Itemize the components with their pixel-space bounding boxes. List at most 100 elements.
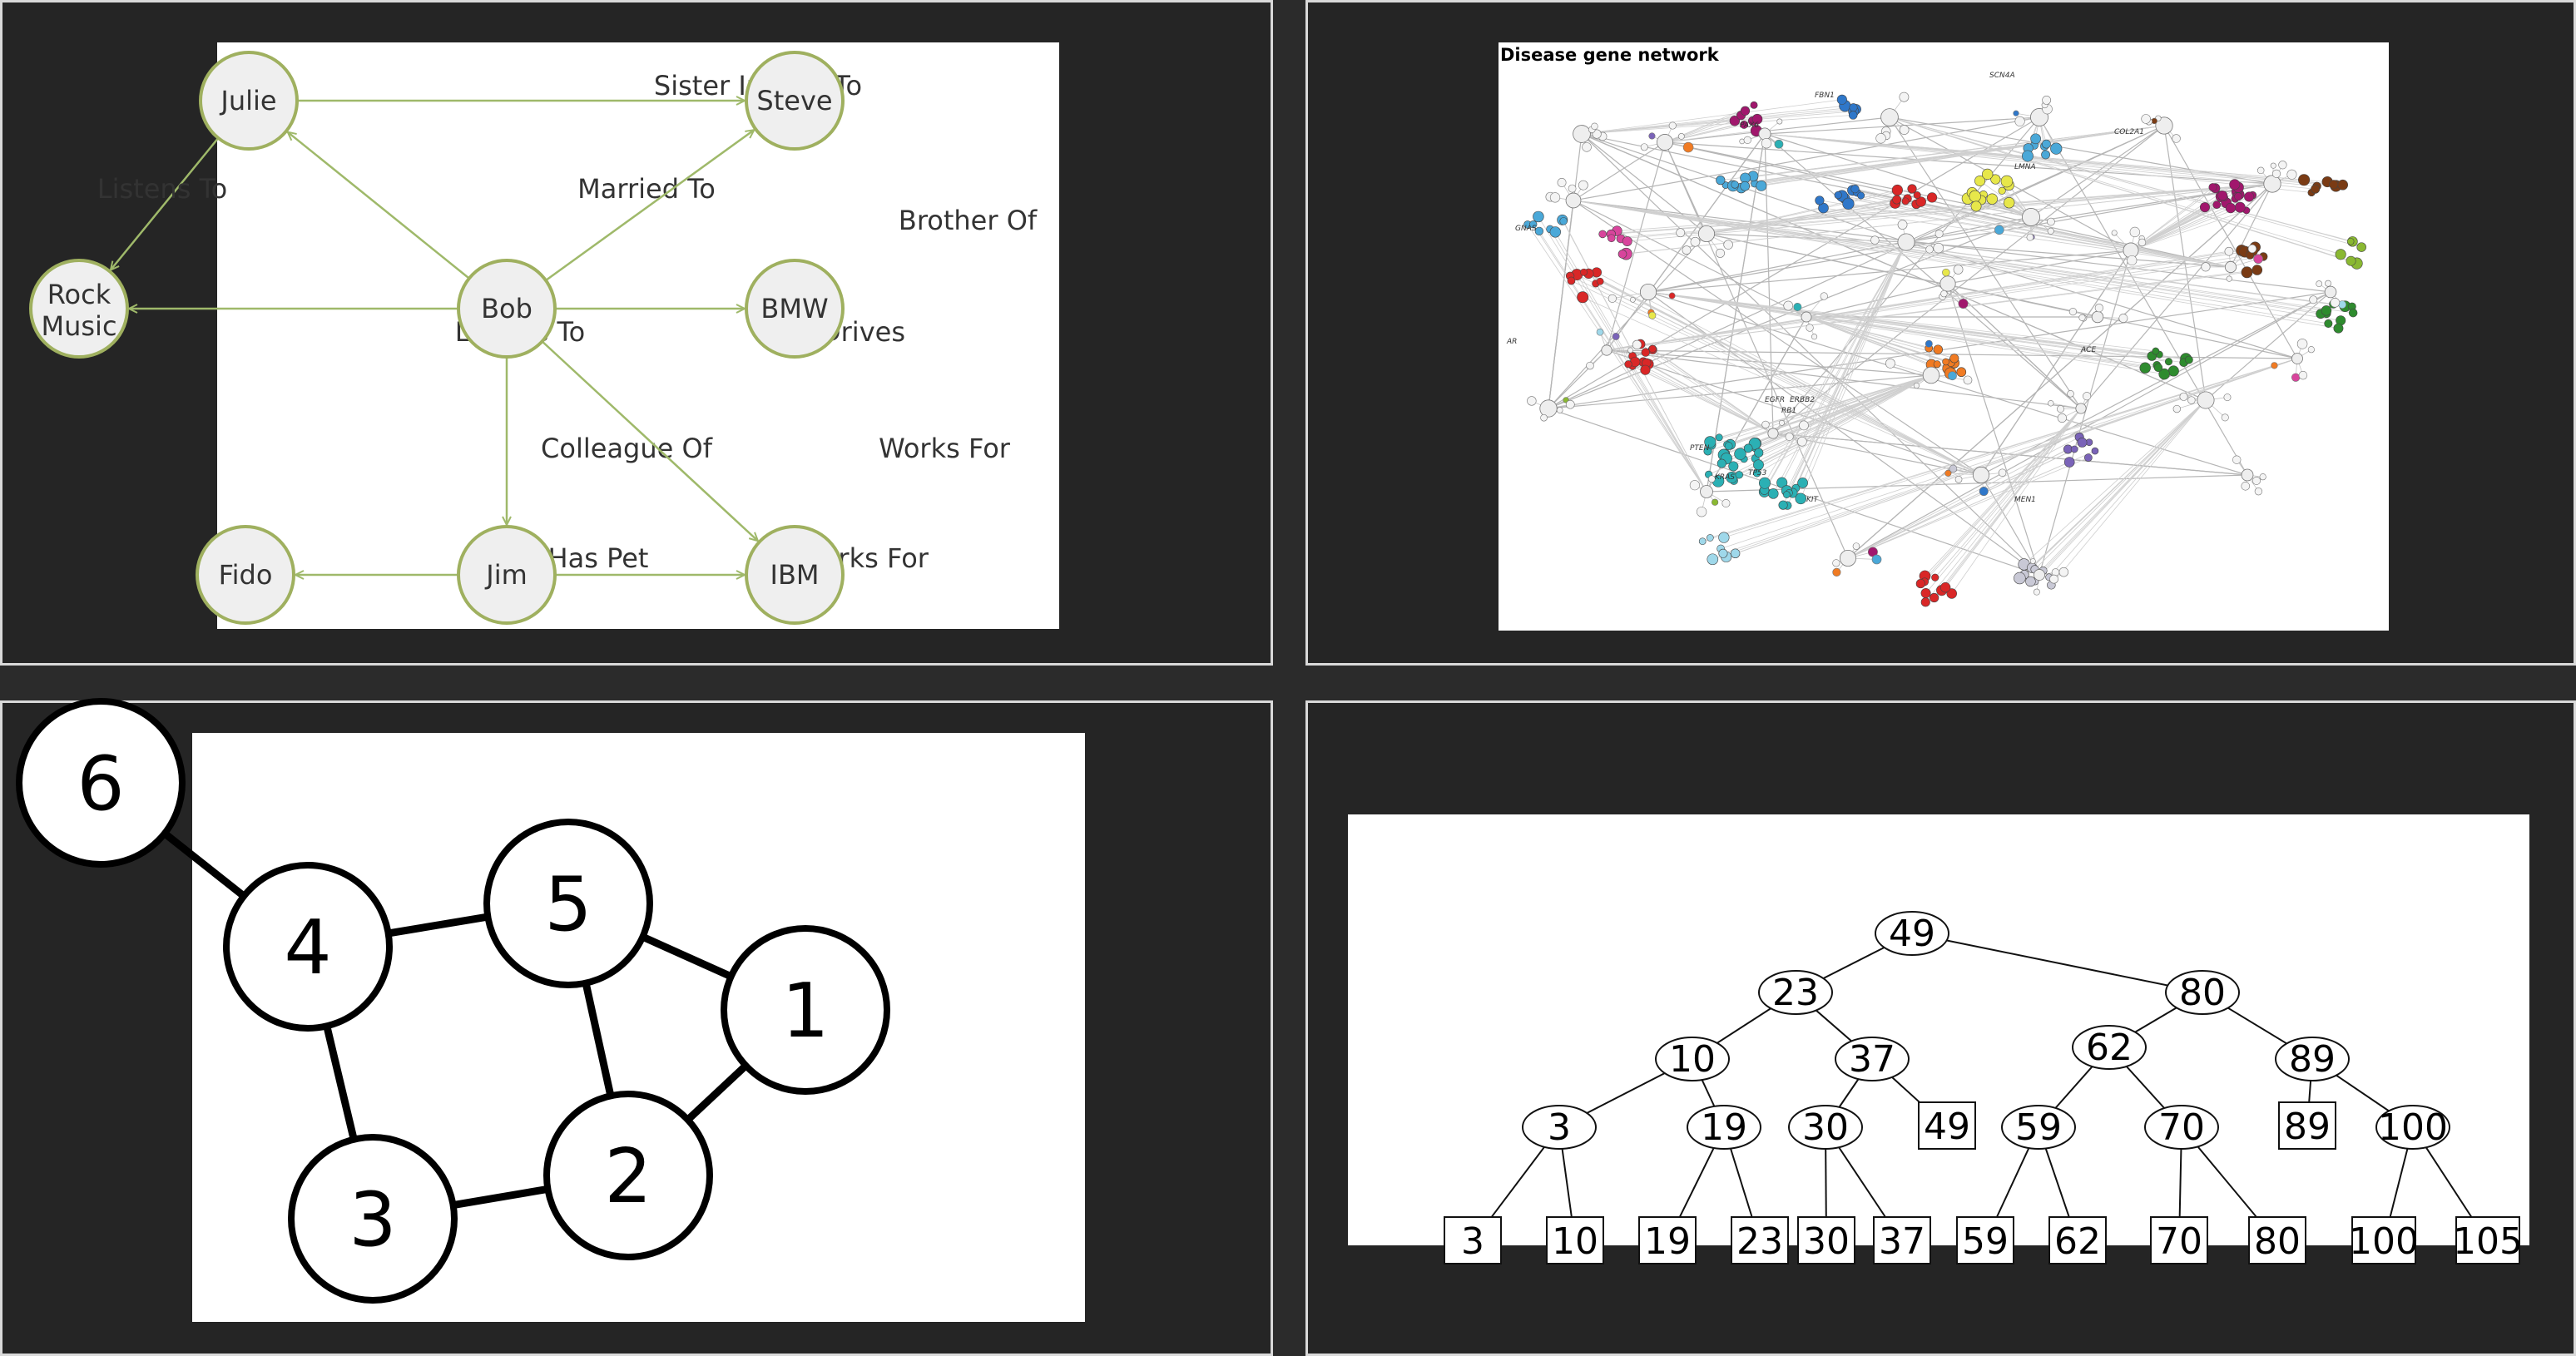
tree-node-ellipse <box>1522 1105 1597 1150</box>
gene-node <box>2356 242 2366 252</box>
gene-label-men1: MEN1 <box>2014 496 2036 504</box>
gene-node <box>1596 277 1604 285</box>
network-edge <box>1581 106 1854 135</box>
hub-node <box>1700 485 1713 498</box>
tree-leaf-label: 49 <box>1924 1106 1970 1148</box>
network-edge <box>1627 364 1774 434</box>
gene-node <box>1925 339 1933 348</box>
tree-leaf-box <box>2455 1216 2520 1264</box>
network-edge <box>2034 399 2207 570</box>
gene-node <box>1608 294 1617 303</box>
tree-node-label: 10 <box>1669 1038 1716 1081</box>
hub-node <box>1939 275 1956 292</box>
network-edge <box>1647 291 2248 476</box>
tree-leaf-label: 62 <box>2054 1220 2101 1263</box>
tree-node-label: 37 <box>1849 1038 1895 1081</box>
hub-node <box>2197 391 2215 409</box>
network-edge <box>1723 358 2298 538</box>
network-edge <box>1764 133 2316 190</box>
network-edge <box>1806 316 1946 363</box>
gene-node <box>1549 192 1561 203</box>
gene-node <box>1751 113 1763 125</box>
gene-node <box>2026 233 2034 241</box>
gene-node <box>2311 184 2321 194</box>
gene-node <box>2083 392 2092 401</box>
network-edge <box>1847 450 2096 559</box>
tree-node-label: 62 <box>2086 1027 2133 1069</box>
gene-node <box>2022 150 2034 162</box>
gene-node <box>1668 292 1676 299</box>
network-edge <box>1764 241 1907 491</box>
tree-leaf-80: 80 <box>2248 1216 2306 1264</box>
tree-leaf-label: 19 <box>1644 1220 1691 1263</box>
network-edge <box>1847 437 2080 559</box>
gene-node <box>2241 266 2253 279</box>
tree-leaf-49: 49 <box>1918 1101 1976 1150</box>
gene-node <box>1607 234 1616 243</box>
tree-leaf-label: 3 <box>1461 1220 1484 1263</box>
network-edge <box>1527 224 1707 492</box>
gene-node <box>1779 419 1785 426</box>
gene-label-fbn1: FBN1 <box>1815 92 1835 100</box>
gene-label-pten: PTEN <box>1690 444 1710 453</box>
node-circle-3 <box>288 1134 458 1304</box>
gene-node <box>2042 139 2051 149</box>
gene-node <box>1920 597 1930 607</box>
gene-node <box>1969 190 1981 203</box>
tree-leaf-box <box>1918 1101 1976 1150</box>
gene-node <box>1871 554 1882 565</box>
gene-node <box>2029 558 2036 564</box>
node-6: 6 <box>16 698 186 868</box>
gene-node <box>1913 382 1920 389</box>
gene-node <box>1892 195 1902 205</box>
gene-node <box>1758 477 1771 489</box>
hub-node <box>1601 344 1612 356</box>
disease-gene-network-diagram: EGFRSCN4AFBN1PAX6COL2A1LMNAACEPTENERBB2K… <box>1500 45 2366 607</box>
tree-node-70: 70 <box>2144 1105 2219 1150</box>
gene-node <box>2050 142 2063 155</box>
gene-node <box>1852 542 1860 550</box>
gene-node <box>2330 298 2341 308</box>
node-label-6: 6 <box>77 740 124 828</box>
gene-node <box>1885 358 1895 369</box>
gene-node <box>1743 136 1751 145</box>
gene-node <box>2049 574 2058 584</box>
gene-node <box>1956 367 1967 378</box>
gene-node <box>2164 358 2173 366</box>
network-edge <box>1980 474 2040 576</box>
gene-node <box>1529 220 1538 229</box>
gene-node <box>1925 245 1934 254</box>
gene-node <box>1721 499 1731 508</box>
tree-node-100: 100 <box>2375 1105 2450 1150</box>
network-title: Disease gene network <box>1500 45 1720 65</box>
network-edge <box>1920 408 2082 584</box>
gene-node <box>2047 217 2055 226</box>
tree-node-49: 49 <box>1875 911 1949 956</box>
tree-node-label: 23 <box>1772 972 1819 1014</box>
gene-node <box>1627 347 1633 354</box>
gene-node <box>1774 139 1784 149</box>
tree-leaf-box <box>1546 1216 1604 1264</box>
hub-node <box>2075 403 2087 414</box>
edge-label-works-for: Works For <box>879 433 1011 464</box>
hub-node <box>2291 353 2303 364</box>
node-5: 5 <box>483 819 653 988</box>
network-edge <box>1573 200 2341 321</box>
gene-node <box>2224 246 2234 256</box>
network-edge <box>1606 246 2256 351</box>
gene-node <box>2070 445 2078 453</box>
tree-leaf-23: 23 <box>1731 1216 1789 1264</box>
gene-node <box>2254 487 2263 496</box>
gene-node <box>2296 339 2308 349</box>
edge-julie-rock <box>111 137 220 270</box>
gene-node <box>2286 169 2297 180</box>
gene-node <box>1629 296 1636 303</box>
tree-leaf-label: 80 <box>2254 1220 2301 1263</box>
network-edge <box>1581 114 1854 135</box>
gene-node <box>1948 371 1957 381</box>
network-edge <box>2039 116 2248 476</box>
tree-node-ellipse <box>2275 1037 2350 1081</box>
